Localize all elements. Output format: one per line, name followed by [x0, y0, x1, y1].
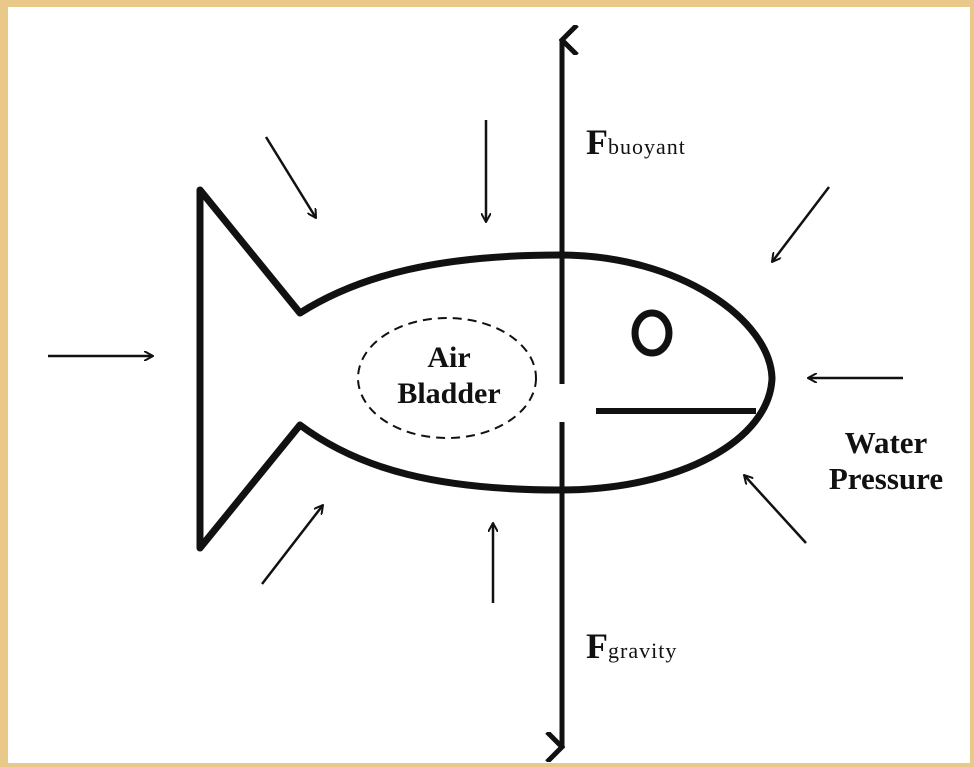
air-bladder-label-line2: Bladder: [374, 376, 524, 412]
pressure-arrow-top-right: [772, 187, 829, 262]
gravity-force-subscript: gravity: [608, 638, 677, 663]
air-bladder-label: Air Bladder: [374, 340, 524, 412]
water-pressure-label-line2: Pressure: [806, 461, 966, 497]
water-pressure-label: Water Pressure: [806, 425, 966, 497]
buoyant-force-label: Fbuoyant: [586, 124, 686, 160]
air-bladder-label-line1: Air: [374, 340, 524, 376]
pressure-arrow-top-left: [266, 137, 316, 218]
pressure-arrow-bottom-right: [744, 475, 806, 543]
buoyant-force-subscript: buoyant: [608, 134, 686, 159]
gravity-force-symbol: F: [586, 626, 608, 666]
buoyant-force-symbol: F: [586, 122, 608, 162]
pressure-arrow-bottom-left: [262, 505, 323, 584]
fish-eye: [635, 313, 669, 353]
gravity-force-label: Fgravity: [586, 628, 677, 664]
water-pressure-label-line1: Water: [806, 425, 966, 461]
